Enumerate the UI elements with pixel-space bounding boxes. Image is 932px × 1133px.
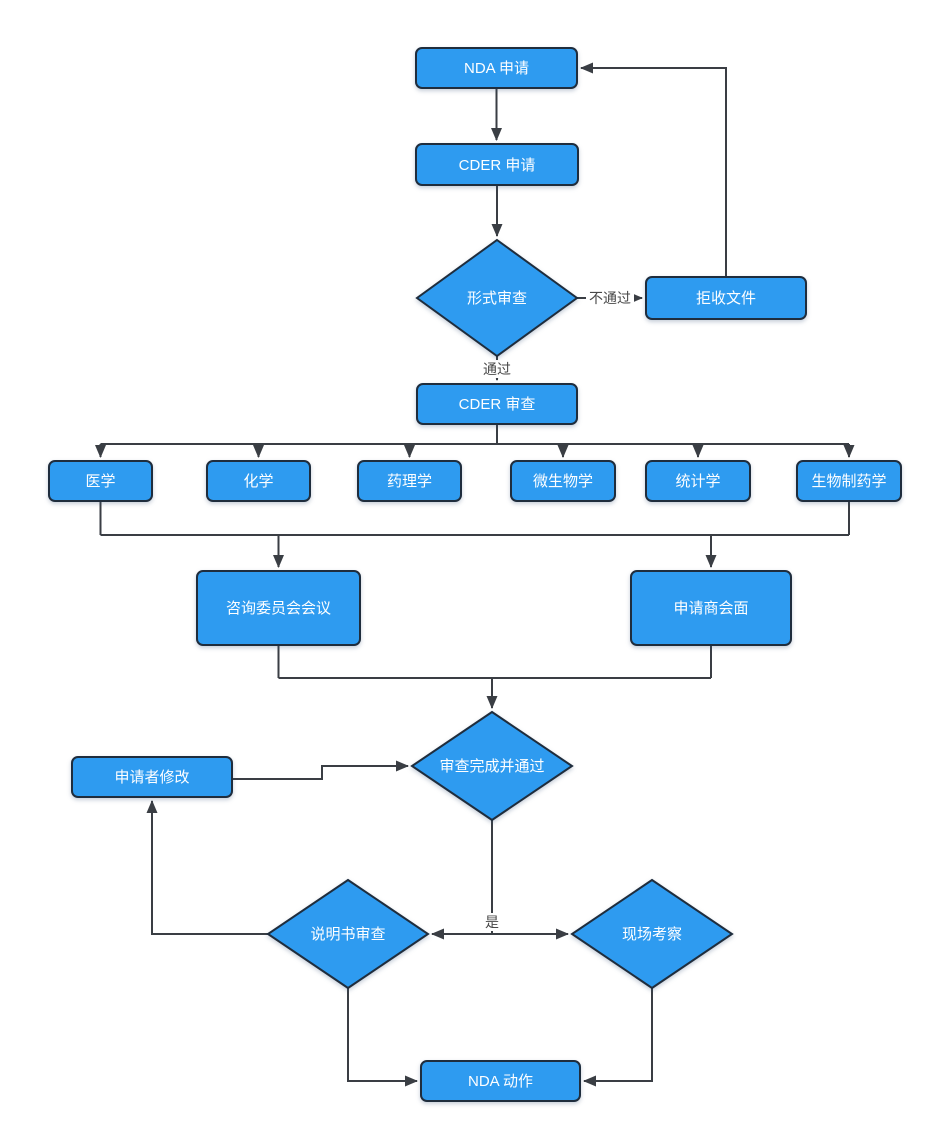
yes-label: 是 [485,914,499,930]
applicant-meeting-box [630,570,792,646]
node-nda-action: NDA 动作 [420,1060,581,1102]
label-review-diamond [266,878,430,990]
edge-site-inspection-to-nda-action [583,988,653,1087]
node-pharmacology: 药理学 [357,460,462,502]
node-label-review: 说明书审查 [266,878,430,990]
medicine-box [48,460,153,502]
edge-applicant-revision-to-review-complete [232,760,409,780]
edge-labels: 不通过 通过 是 [480,289,634,931]
yes-label-bg [483,913,501,931]
chemistry-box [206,460,311,502]
edge-label-review-to-applicant-revision [146,800,268,935]
review-complete-passed-label: 审查完成并通过 [439,758,544,775]
node-site-inspection: 现场考察 [570,878,734,990]
pass-label: 通过 [483,361,511,377]
node-review-complete-passed: 审查完成并通过 [410,710,574,822]
label-review-label: 说明书审查 [310,926,385,943]
reject-documents-label: 拒收文件 [696,290,756,307]
chemistry-label: 化学 [243,473,273,490]
site-inspection-label: 现场考察 [622,925,682,943]
formal-review-label: 形式审查 [467,290,527,307]
applicant-revision-label: 申请者修改 [114,769,189,786]
node-nda-application: NDA 申请 [415,47,578,89]
biopharmaceutics-label: 生物制药学 [811,473,886,490]
statistics-label: 统计学 [675,473,720,490]
node-reject-documents: 拒收文件 [645,276,807,320]
medicine-label: 医学 [85,473,115,490]
nodes: NDA 申请 CDER 申请 形式审查 拒收文件 CDER 审查 医学 化学 [48,47,902,1102]
pharmacology-label: 药理学 [387,473,432,490]
cder-review-label: CDER 审查 [459,396,536,413]
statistics-box [645,460,751,502]
applicant-meeting-label: 申请商会面 [673,600,748,617]
advisory-committee-meeting-box [196,570,361,646]
pharmacology-box [357,460,462,502]
review-complete-passed-diamond [410,710,574,822]
microbiology-label: 微生物学 [533,473,593,490]
formal-review-diamond [415,238,579,358]
fail-label: 不通过 [589,290,631,306]
edge-label-review-to-nda-action [347,988,418,1087]
nda-application-label: NDA 申请 [464,60,529,77]
node-formal-review: 形式审查 [415,238,579,358]
reject-documents-box [645,276,807,320]
node-chemistry: 化学 [206,460,311,502]
node-applicant-meeting: 申请商会面 [630,570,792,646]
node-microbiology: 微生物学 [510,460,616,502]
site-inspection-diamond [570,878,734,990]
biopharmaceutics-box [796,460,902,502]
node-advisory-committee-meeting: 咨询委员会会议 [196,570,361,646]
node-cder-application: CDER 申请 [415,143,579,186]
cder-application-box [415,143,579,186]
node-statistics: 统计学 [645,460,751,502]
node-biopharmaceutics: 生物制药学 [796,460,902,502]
nda-action-label: NDA 动作 [468,1073,533,1090]
nda-application-box [415,47,578,89]
fail-label-bg [586,289,634,307]
edge-reject-documents-to-nda-application-loop [580,62,727,277]
advisory-committee-meeting-label: 咨询委员会会议 [226,600,331,617]
node-applicant-revision: 申请者修改 [71,756,233,798]
node-medicine: 医学 [48,460,153,502]
pass-label-bg [480,360,514,378]
applicant-revision-box [71,756,233,798]
microbiology-box [510,460,616,502]
cder-review-box [416,383,578,425]
node-cder-review: CDER 审查 [416,383,578,425]
cder-application-label: CDER 申请 [459,157,536,174]
nda-action-box [420,1060,581,1102]
